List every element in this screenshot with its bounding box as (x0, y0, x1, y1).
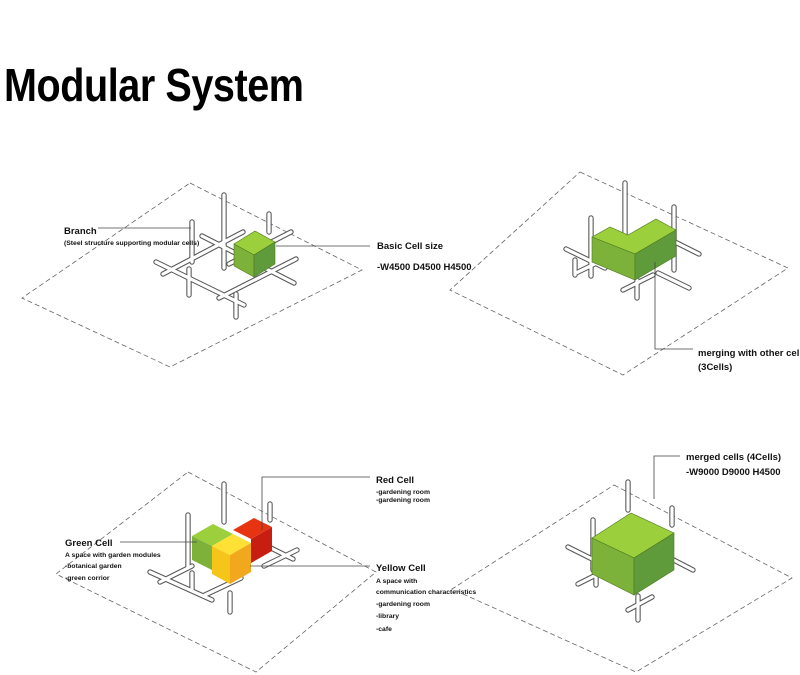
merged-4-cell-block (591, 512, 675, 596)
merge-label: merging with other cells (698, 348, 800, 359)
steel-branch-frame (147, 481, 300, 615)
yellow-cell (212, 534, 251, 584)
yellow-cell-label: Yellow Cell (376, 563, 426, 574)
cube-right (253, 241, 276, 278)
green-cell-label: Green Cell (65, 538, 113, 549)
basic-cell-cube (233, 230, 276, 278)
merged-cells-size: -W9000 D9000 H4500 (686, 467, 781, 478)
yellow-cell-detail-5: -cafe (376, 626, 392, 633)
page-title: Modular System (4, 59, 304, 111)
yellow-left (212, 546, 230, 584)
diagram-basic-cell: Branch (Steel structure supporting modul… (21, 182, 472, 368)
yellow-top (212, 534, 251, 555)
site-plate (451, 484, 793, 673)
red-cell-leader-line (261, 476, 370, 530)
basic-cell-size: -W4500 D4500 H4500 (377, 262, 472, 273)
red-cell-detail-2: -gardening room (376, 497, 430, 504)
yellow-cell-detail-4: -library (376, 613, 399, 620)
green-cell-detail-2: -botanical garden (65, 563, 122, 570)
branch-description: (Steel structure supporting modular cell… (64, 240, 199, 247)
merged-3-cell-block (591, 218, 677, 281)
basic-cell-label: Basic Cell size (377, 241, 443, 252)
site-plate (21, 182, 363, 368)
green-cell (192, 524, 233, 570)
green-left (192, 536, 212, 570)
green-top (192, 524, 233, 546)
branch-label: Branch (64, 226, 97, 237)
block-right (633, 532, 675, 596)
merge-leader-line (654, 262, 693, 350)
site-plate (449, 171, 789, 376)
yellow-cell-detail-1: A space with (376, 578, 417, 585)
red-cell-detail-1: -gardening room (376, 489, 430, 496)
diagram-merged-cells: merged cells (4Cells) -W9000 D9000 H4500 (451, 452, 793, 673)
merged-cells-leader-line (653, 455, 680, 499)
diagram-merging-cells: merging with other cells (3Cells) (449, 171, 800, 376)
cell-right (634, 229, 677, 281)
red-cell-label: Red Cell (376, 475, 414, 486)
red-right (251, 527, 272, 563)
green-cell-detail-3: -green corrior (65, 575, 110, 582)
green-cell-detail-1: A space with garden modules (65, 552, 161, 559)
yellow-cell-detail-3: -gardening room (376, 601, 430, 608)
site-plate (55, 471, 377, 673)
merge-count: (3Cells) (698, 362, 732, 373)
diagram-cell-types: Red Cell -gardening room -gardening room… (55, 471, 476, 673)
yellow-cell-detail-2: communication characteristics (376, 589, 476, 596)
yellow-right (230, 543, 251, 584)
merged-cells-label: merged cells (4Cells) (686, 452, 781, 463)
